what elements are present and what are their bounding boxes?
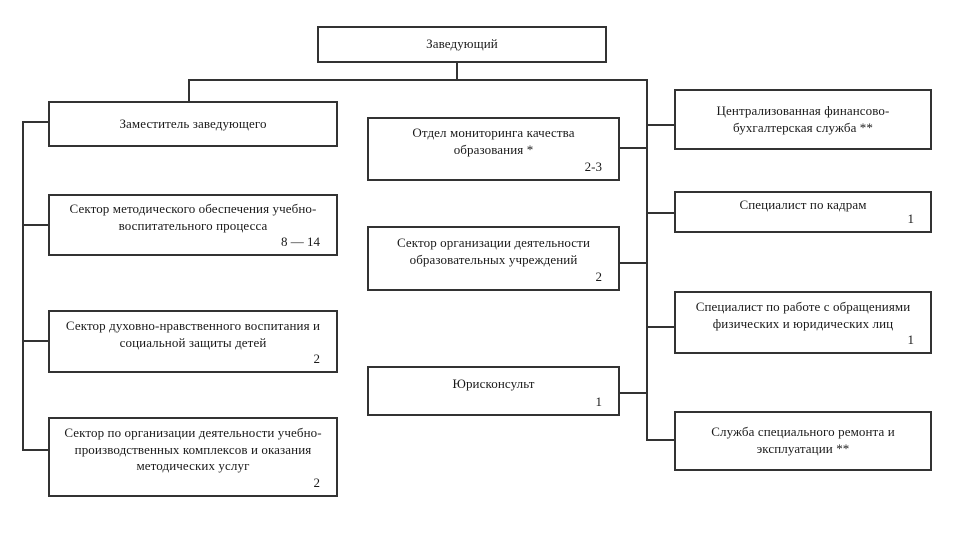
connector-stub-methodical bbox=[22, 224, 50, 226]
box-label: Заместитель заведующего bbox=[119, 115, 267, 131]
connector-stub-deputy bbox=[22, 121, 50, 123]
box-label: Заведующий bbox=[426, 36, 498, 52]
org-box-methodical-sector: Сектор методического обеспечения учебно-… bbox=[48, 194, 338, 256]
box-label: Сектор методического обеспечения учебно-… bbox=[69, 201, 317, 233]
box-label: Сектор организации деятельности образова… bbox=[396, 234, 591, 267]
org-box-head: Заведующий bbox=[317, 26, 607, 63]
connector-stub-spiritual bbox=[22, 340, 50, 342]
box-label: Специалист по кадрам bbox=[739, 196, 867, 212]
connector-stub-repair bbox=[646, 439, 674, 441]
box-label: Сектор по организации деятельности учебн… bbox=[64, 424, 322, 474]
connector-top-horizontal bbox=[188, 79, 648, 81]
org-box-citizens-requests-specialist: Специалист по работе с обращениями физич… bbox=[674, 291, 932, 354]
org-box-production-sector: Сектор по организации деятельности учебн… bbox=[48, 417, 338, 497]
box-label: Отдел мониторинга качества образования * bbox=[412, 125, 575, 157]
connector-left-spine bbox=[22, 121, 24, 451]
org-box-monitoring-dept: Отдел мониторинга качества образования *… bbox=[367, 117, 620, 181]
box-count: 1 bbox=[595, 394, 603, 410]
connector-stub-monitoring bbox=[619, 147, 648, 149]
org-box-finance-service: Централизованная финансово-бухгалтерская… bbox=[674, 89, 932, 150]
box-count: 2 bbox=[313, 475, 321, 491]
box-label: Сектор духовно-нравственного воспитания … bbox=[65, 317, 321, 350]
org-box-institutions-sector: Сектор организации деятельности образова… bbox=[367, 226, 620, 291]
org-box-deputy-head: Заместитель заведующего bbox=[48, 101, 338, 147]
connector-stub-legal bbox=[619, 392, 648, 394]
box-label: Юрисконсульт bbox=[452, 375, 535, 391]
org-box-repair-service: Служба специального ремонта и эксплуатац… bbox=[674, 411, 932, 471]
org-box-legal-adviser: Юрисконсульт 1 bbox=[367, 366, 620, 416]
connector-right-spine bbox=[646, 79, 648, 441]
box-label: Централизованная финансово-бухгалтерская… bbox=[716, 102, 890, 135]
connector-stub-production bbox=[22, 449, 50, 451]
connector-stub-requests bbox=[646, 326, 674, 328]
box-label: Служба специального ремонта и эксплуатац… bbox=[711, 424, 895, 456]
connector-left-drop bbox=[188, 79, 190, 102]
connector-stub-hr bbox=[646, 212, 674, 214]
org-box-hr-specialist: Специалист по кадрам 1 bbox=[674, 191, 932, 233]
connector-stub-finance bbox=[646, 124, 674, 126]
box-count: 1 bbox=[907, 332, 915, 348]
box-label: Специалист по работе с обращениями физич… bbox=[695, 298, 911, 331]
box-count: 2 bbox=[313, 351, 321, 367]
connector-root-drop bbox=[456, 63, 458, 80]
org-box-spiritual-sector: Сектор духовно-нравственного воспитания … bbox=[48, 310, 338, 373]
box-count: 1 bbox=[907, 211, 915, 227]
connector-stub-institutions bbox=[619, 262, 648, 264]
box-count: 2-3 bbox=[584, 159, 602, 175]
box-count: 2 bbox=[595, 269, 603, 285]
box-count: 8 — 14 bbox=[281, 234, 320, 250]
